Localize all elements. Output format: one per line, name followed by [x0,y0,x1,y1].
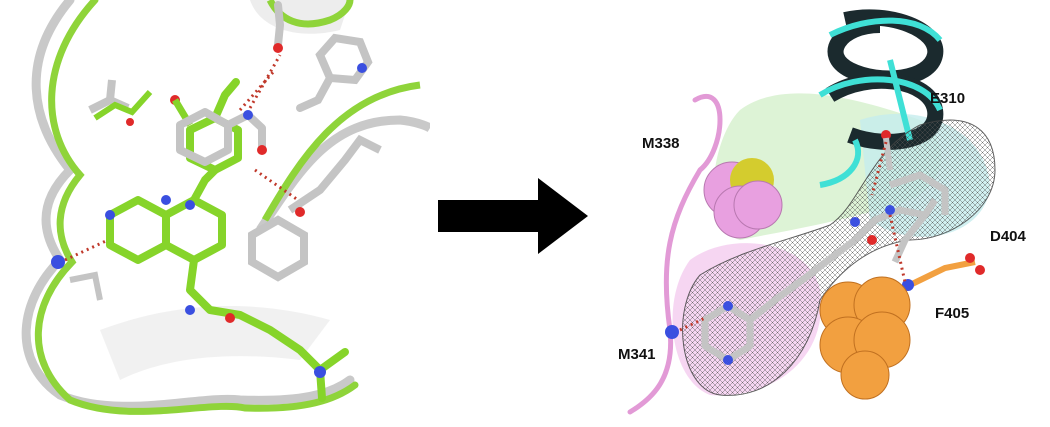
residue-label-d404: D404 [990,228,1026,245]
green-backbone-ribbon [34,0,359,415]
oxygen-atom [965,253,975,263]
nitrogen-atom [314,366,326,378]
nitrogen-atom [723,301,733,311]
nitrogen-atom [161,195,171,205]
left-molecular-render [21,0,430,415]
right-structure-panel: E310 M338 D404 F405 M341 [590,0,1050,427]
hinge-nitrogen-atom [51,255,65,269]
arrow-shape [438,178,588,254]
hbond-lines [64,54,299,262]
m338-sphere-3 [733,180,783,230]
nitrogen-atom [185,200,195,210]
bound-ligand [701,171,949,364]
residue-label-m338: M338 [642,135,680,152]
green-sidechain-left [93,89,153,121]
grey-loop-right [256,115,430,233]
f405-sphere-5 [840,350,890,400]
helix-cyan-tail [819,138,862,188]
left-structure-panel [0,0,430,427]
grey-sidechain-top [274,1,373,112]
oxygen-atom [126,118,134,126]
d404-nitrogen-atom [902,279,914,291]
m338-spheres [703,158,783,239]
residue-label-e310: E310 [930,90,966,107]
f405-spheres [819,276,911,400]
oxygen-atom [881,130,891,140]
right-molecular-render [627,9,996,415]
nitrogen-atom [185,305,195,315]
transition-arrow [438,178,588,254]
nitrogen-atom [243,110,253,120]
nitrogen-atom [850,217,860,227]
green-loop-right [261,81,421,222]
nitrogen-atom [357,63,367,73]
oxygen-atom [975,265,985,275]
helix-cyan-strand [887,59,913,141]
oxygen-atom [867,235,877,245]
residue-label-m341: M341 [618,346,656,363]
oxygen-atom [273,43,283,53]
oxygen-atom [295,207,305,217]
pink-backbone-loop [627,94,723,415]
helix-cyan-edge [828,17,943,43]
helix-cyan-edge-2 [818,76,943,112]
grey-ligand-overlay [176,108,266,166]
grey-phenyl-ring [248,134,382,282]
grey-backbone-ribbon [21,0,355,411]
m341-nitrogen-atom [665,325,679,339]
hbond-lines [679,141,907,332]
ribbon-shadow-bottom [100,306,330,380]
nitrogen-atom [723,355,733,365]
nitrogen-atom [105,210,115,220]
grey-hinge-stub [69,271,103,301]
oxygen-atom [257,145,267,155]
d404-sidechain [908,259,976,288]
nitrogen-atom [885,205,895,215]
residue-label-f405: F405 [935,305,970,322]
oxygen-atom [225,313,235,323]
binding-pocket-mesh [682,119,996,396]
